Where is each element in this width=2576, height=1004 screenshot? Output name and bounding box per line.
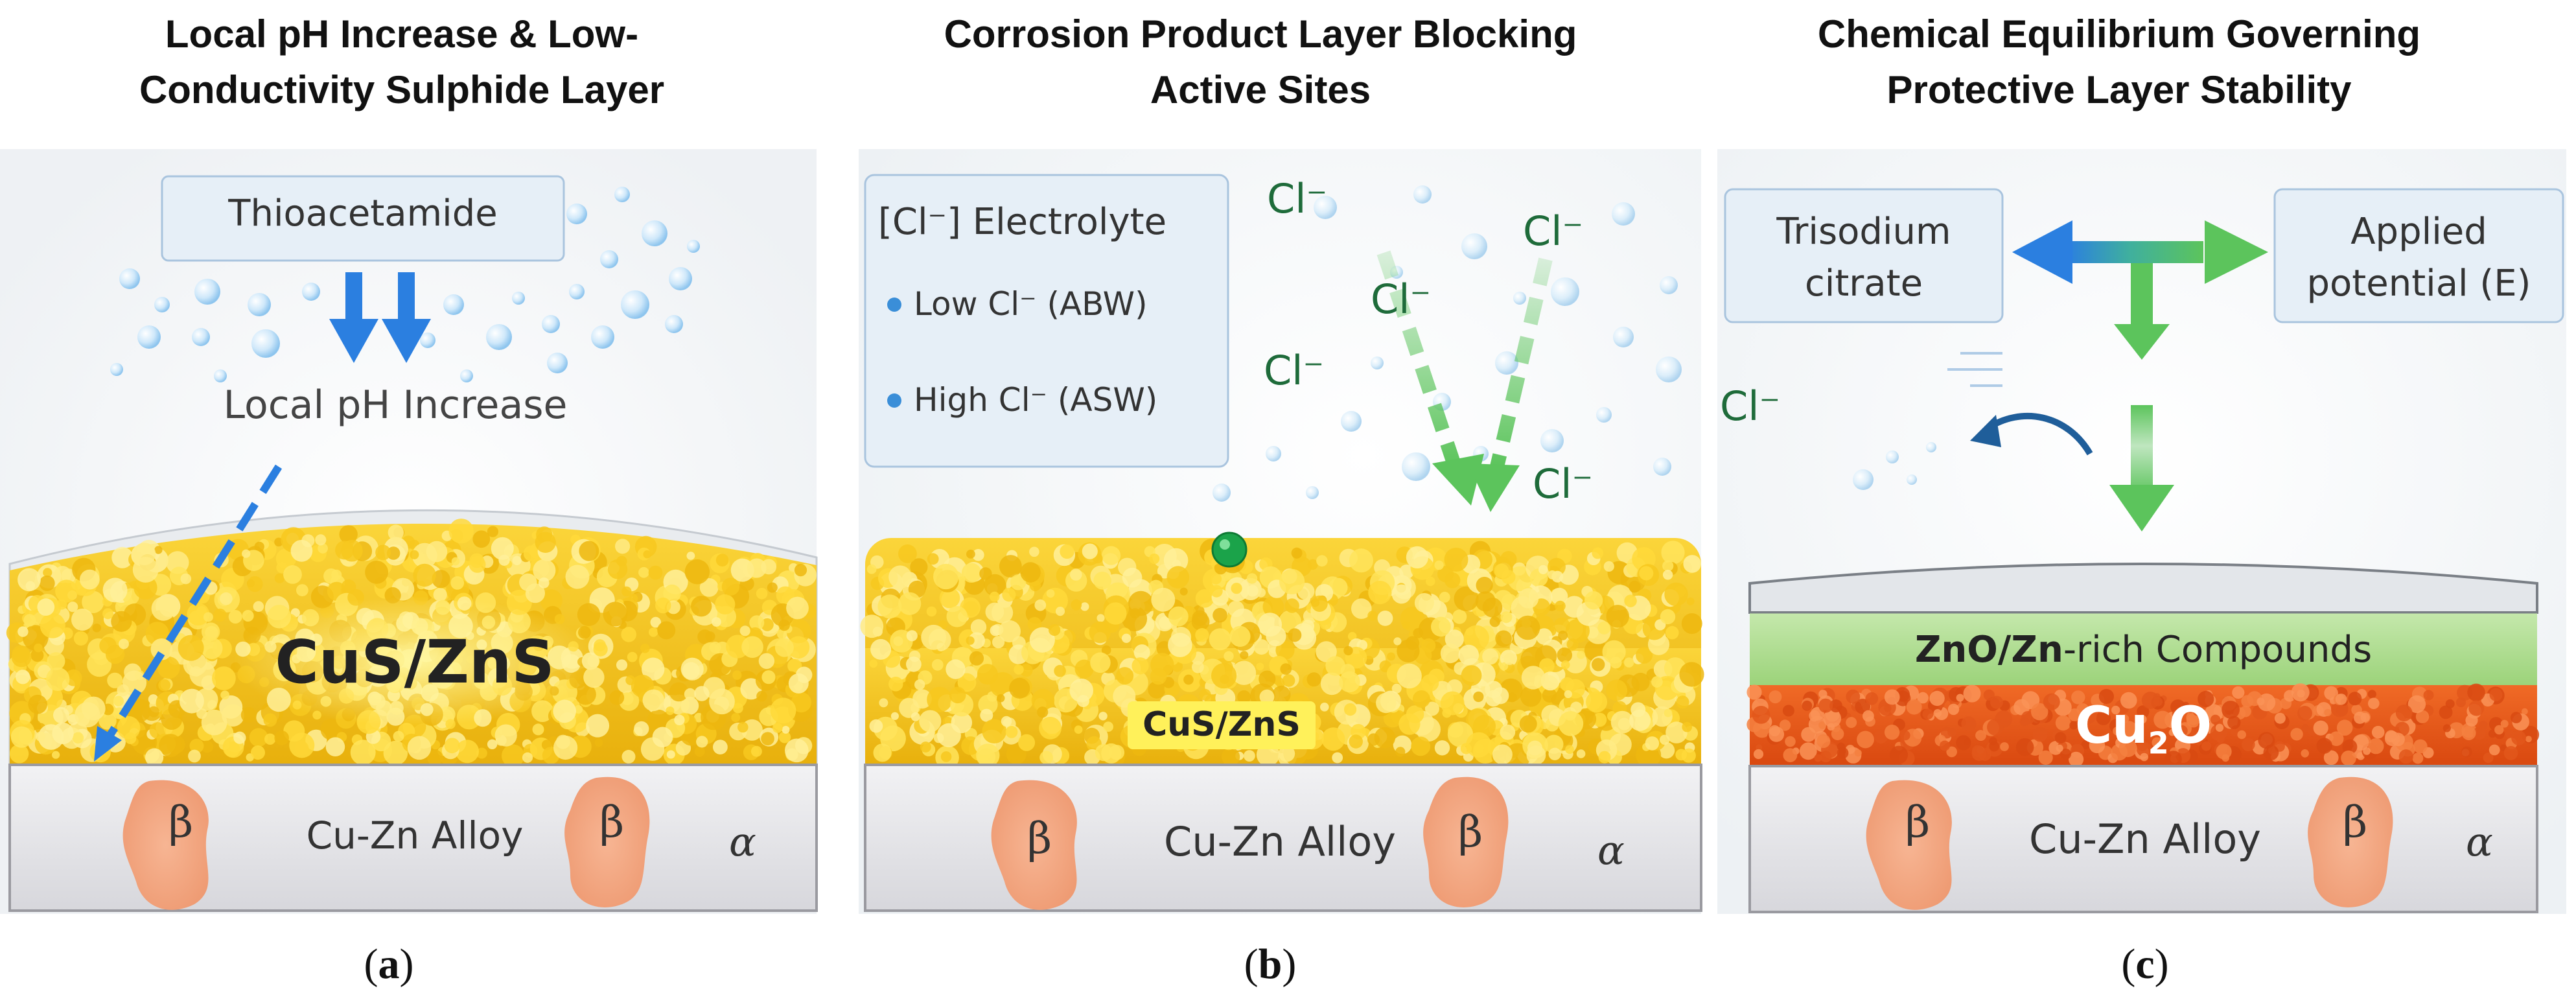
substrate-label: Cu-Zn Alloy <box>306 813 524 858</box>
panel-b: Corrosion Product Layer Blocking Active … <box>859 0 1717 1004</box>
trisodium-line2: citrate <box>1804 263 1923 305</box>
beta-label-right: β <box>1458 807 1483 857</box>
panel-c-caption: (c) <box>2121 940 2169 988</box>
beta-grain-right <box>2308 776 2393 907</box>
substrate-label: Cu-Zn Alloy <box>2029 815 2261 863</box>
panel-b-title-line1: Corrosion Product Layer Blocking <box>944 12 1577 56</box>
beta-label-left: β <box>1027 813 1052 863</box>
electrolyte-legend-box <box>864 174 1229 468</box>
layer-label-highlight <box>1128 701 1316 749</box>
panel-c-title-line1: Chemical Equilibrium Governing <box>1817 12 2421 56</box>
diffusion-arrow-icon <box>94 464 283 762</box>
zno-label: ZnO/Zn-rich Compounds <box>1750 629 2537 671</box>
panel-c-title-line2: Protective Layer Stability <box>1886 68 2352 111</box>
beta-label-right: β <box>2343 797 2368 847</box>
chloride-label-3: Cl⁻ <box>1523 207 1584 255</box>
trisodium-citrate-box <box>1724 188 2004 323</box>
legend-title: [Cl⁻] Electrolyte <box>878 201 1167 243</box>
zno-label-bold: ZnO/Zn <box>1914 629 2063 671</box>
panel-b-caption: (b) <box>1244 940 1297 988</box>
local-ph-label: Local pH Increase <box>223 382 568 428</box>
bubbles <box>1853 442 1936 490</box>
beta-label-right: β <box>599 797 625 847</box>
beta-label-left: β <box>168 797 194 847</box>
panel-b-title-line2: Active Sites <box>1150 68 1371 111</box>
panel-a-scene <box>0 149 818 914</box>
chloride-label-4: Cl⁻ <box>1264 347 1325 394</box>
release-lines <box>1947 352 2002 387</box>
beta-grain-left <box>122 780 209 910</box>
beta-grain-left <box>991 780 1077 910</box>
down-arrows-icon <box>329 272 431 363</box>
applied-potential-label: Applied potential (E) <box>2275 206 2563 310</box>
zno-label-rest: -rich Compounds <box>2063 629 2373 671</box>
beta-grain-left <box>1866 780 1952 910</box>
cu2o-grains <box>1746 683 2540 768</box>
chloride-ion-icon <box>1211 531 1247 568</box>
applied-potential-box <box>2273 188 2564 323</box>
chloride-label-2: Cl⁻ <box>1371 275 1432 323</box>
panel-c: Chemical Equilibrium Governing Protectiv… <box>1717 0 2576 1004</box>
panel-a-caption: (a) <box>364 940 414 988</box>
panel-b-title: Corrosion Product Layer Blocking Active … <box>859 6 1662 118</box>
panel-a-title-line2: Conductivity Sulphide Layer <box>139 68 665 111</box>
panel-b-scene <box>859 149 1704 914</box>
cus-zns-label: CuS/ZnS <box>275 627 555 697</box>
cu2o-label: Cu2O <box>2074 697 2212 761</box>
legend-dot-low <box>887 298 901 312</box>
thioacetamide-label: Thioacetamide <box>228 193 498 235</box>
substrate-label: Cu-Zn Alloy <box>1164 818 1396 865</box>
chloride-label-1: Cl⁻ <box>1267 175 1328 222</box>
alpha-label: α <box>2466 818 2493 865</box>
applied-line2: potential (E) <box>2306 263 2531 305</box>
panel-a-title: Local pH Increase & Low- Conductivity Su… <box>0 6 804 118</box>
beta-grain-right <box>1423 776 1509 907</box>
thioacetamide-box <box>161 175 565 262</box>
bubbles <box>1213 185 1682 502</box>
layer-label-glow <box>233 596 596 726</box>
trisodium-citrate-label: Trisodium citrate <box>1725 206 2002 310</box>
panel-a-title-line1: Local pH Increase & Low- <box>165 12 639 56</box>
legend-low-label: Low Cl⁻ (ABW) <box>914 285 1148 323</box>
chloride-label-5: Cl⁻ <box>1533 460 1594 508</box>
beta-grain-right <box>564 776 650 907</box>
top-film <box>1748 563 2538 614</box>
chloride-arrows-icon <box>1376 250 1553 512</box>
applied-line1: Applied <box>2350 211 2487 253</box>
legend-high-label: High Cl⁻ (ASW) <box>914 381 1158 419</box>
panel-c-scene <box>1717 149 2566 914</box>
trisodium-line1: Trisodium <box>1776 211 1951 253</box>
release-arrow-icon <box>1984 413 2093 456</box>
panel-a: Local pH Increase & Low- Conductivity Su… <box>0 0 859 1004</box>
alpha-label: α <box>729 818 756 865</box>
panel-c-title: Chemical Equilibrium Governing Protectiv… <box>1717 6 2521 118</box>
alpha-label: α <box>1597 826 1625 874</box>
cus-zns-label: CuS/ZnS <box>1143 705 1301 744</box>
beta-label-left: β <box>1905 797 1931 847</box>
zno-layer <box>1750 613 2537 685</box>
equilibrium-arrows-icon <box>2012 220 2268 531</box>
legend-dot-high <box>887 393 901 408</box>
chloride-label: Cl⁻ <box>1720 382 1781 430</box>
bubbles <box>110 187 700 382</box>
